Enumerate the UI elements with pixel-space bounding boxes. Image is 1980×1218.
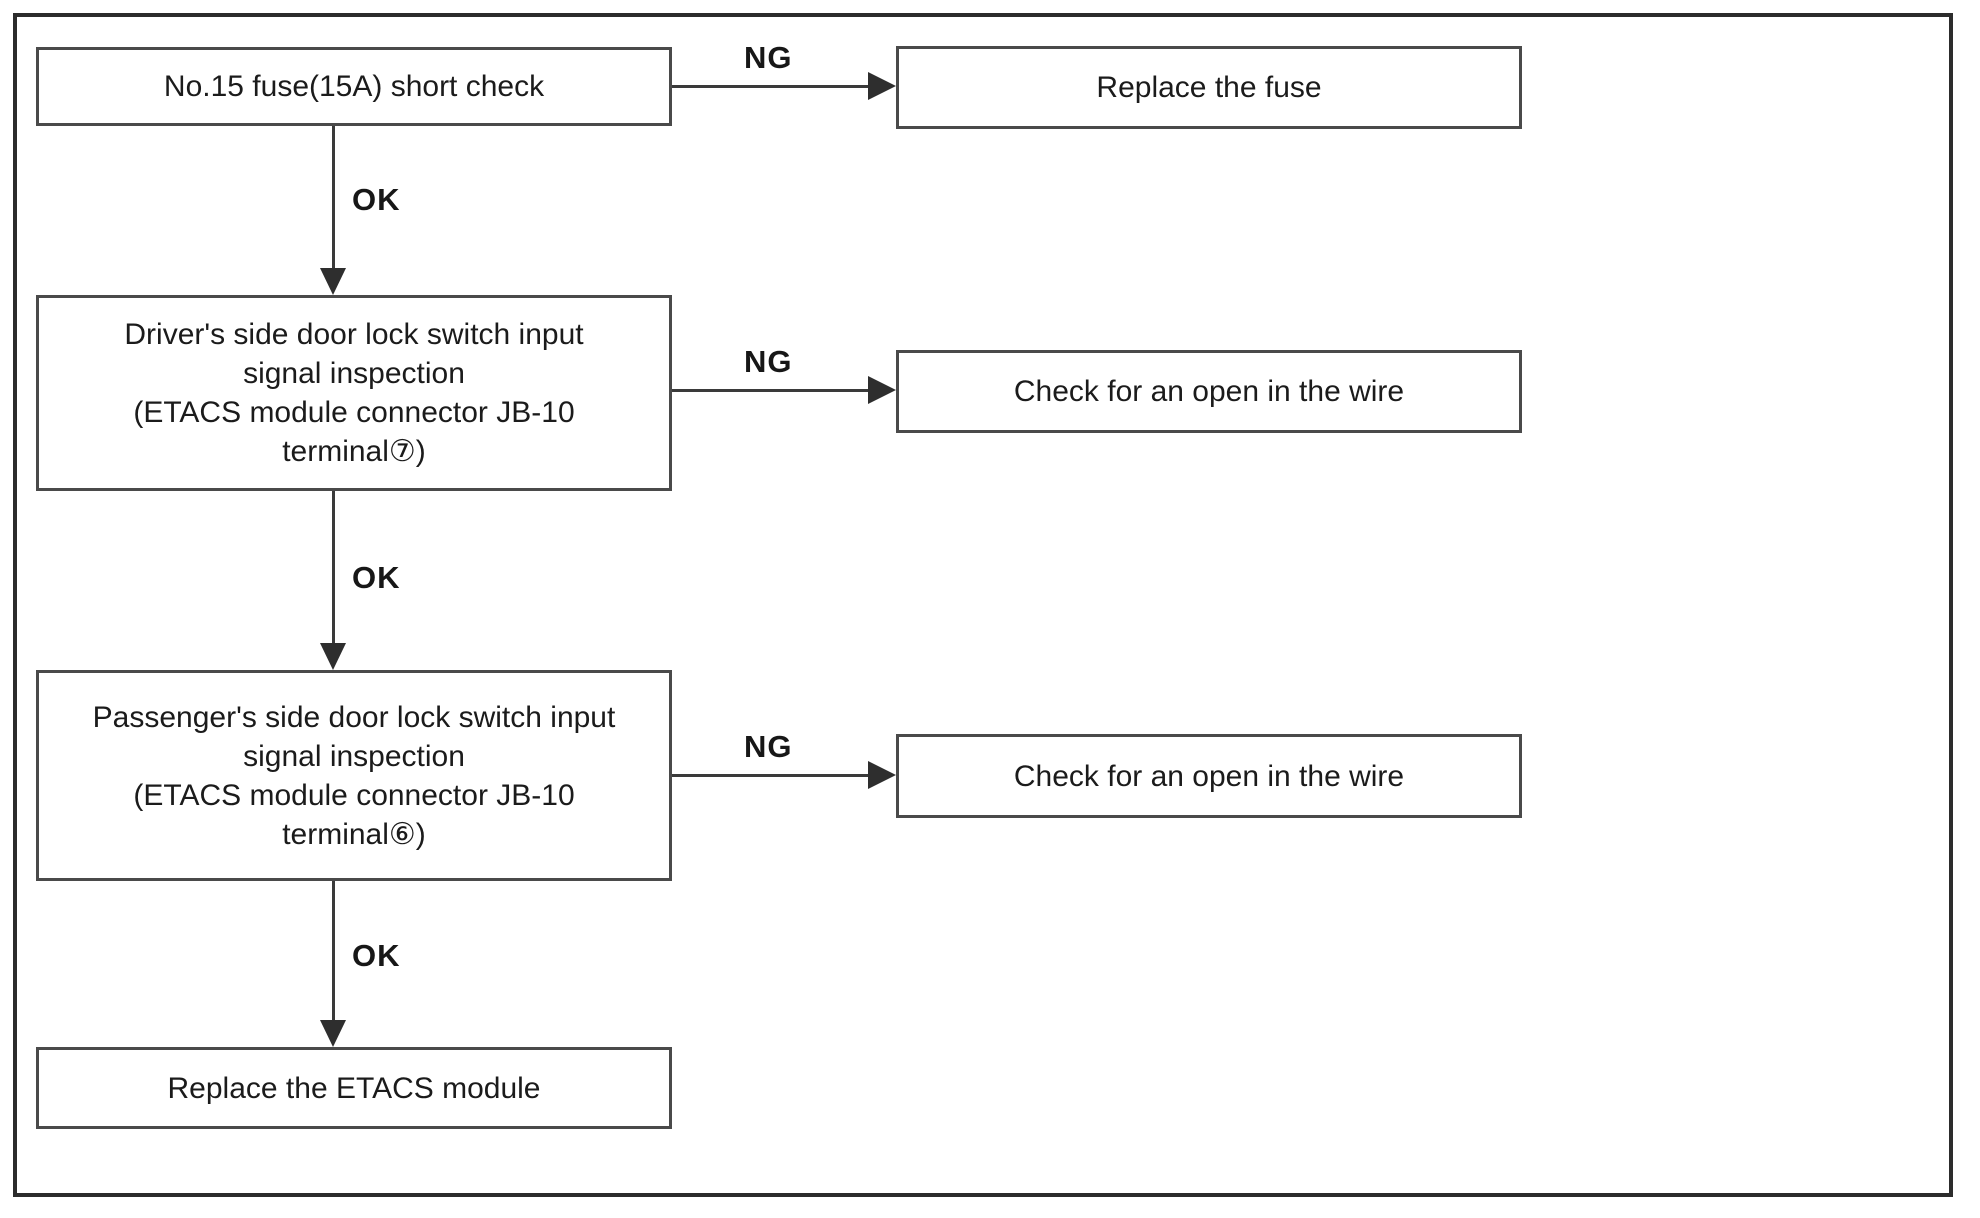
step-label-passenger-door-lock-inspection: Passenger's side door lock switch input … [92,700,616,851]
right-arrowhead-icon-1 [868,72,896,100]
step-label-replace-etacs-module: Replace the ETACS module [167,1071,541,1105]
step-box-driver-door-lock-inspection: Driver's side door lock switch input sig… [36,295,672,491]
ok-arrow-line-2 [332,491,335,646]
right-arrowhead-icon-2 [868,376,896,404]
ok-label-1: OK [352,182,401,217]
down-arrowhead-icon-3 [320,1020,346,1047]
ok-label-3: OK [352,938,401,973]
outcome-label-check-open-wire-1: Check for an open in the wire [1013,375,1405,408]
right-arrowhead-icon-3 [868,761,896,789]
ng-arrow-line-1 [672,85,872,88]
ok-arrow-line-1 [332,126,335,272]
ng-arrow-line-3 [672,774,872,777]
ng-arrow-line-2 [672,389,872,392]
ng-label-2: NG [744,344,793,379]
step-box-fuse-check: No.15 fuse(15A) short check [36,47,672,126]
step-label-driver-door-lock-inspection: Driver's side door lock switch input sig… [124,318,584,468]
ok-arrow-line-3 [332,881,335,1023]
step-label-fuse-check: No.15 fuse(15A) short check [163,70,545,103]
outcome-box-check-open-wire-2: Check for an open in the wire [896,734,1522,818]
outcome-box-check-open-wire-1: Check for an open in the wire [896,350,1522,433]
step-box-replace-etacs-module: Replace the ETACS module [36,1047,672,1129]
outcome-label-check-open-wire-2: Check for an open in the wire [1013,759,1405,793]
down-arrowhead-icon-1 [320,268,346,295]
outcome-box-replace-fuse: Replace the fuse [896,46,1522,129]
ok-label-2: OK [352,560,401,595]
step-box-passenger-door-lock-inspection: Passenger's side door lock switch input … [36,670,672,881]
ng-label-1: NG [744,40,793,75]
ng-label-3: NG [744,729,793,764]
down-arrowhead-icon-2 [320,643,346,670]
diagram-frame [13,13,1953,1197]
outcome-label-replace-fuse: Replace the fuse [1096,71,1322,104]
